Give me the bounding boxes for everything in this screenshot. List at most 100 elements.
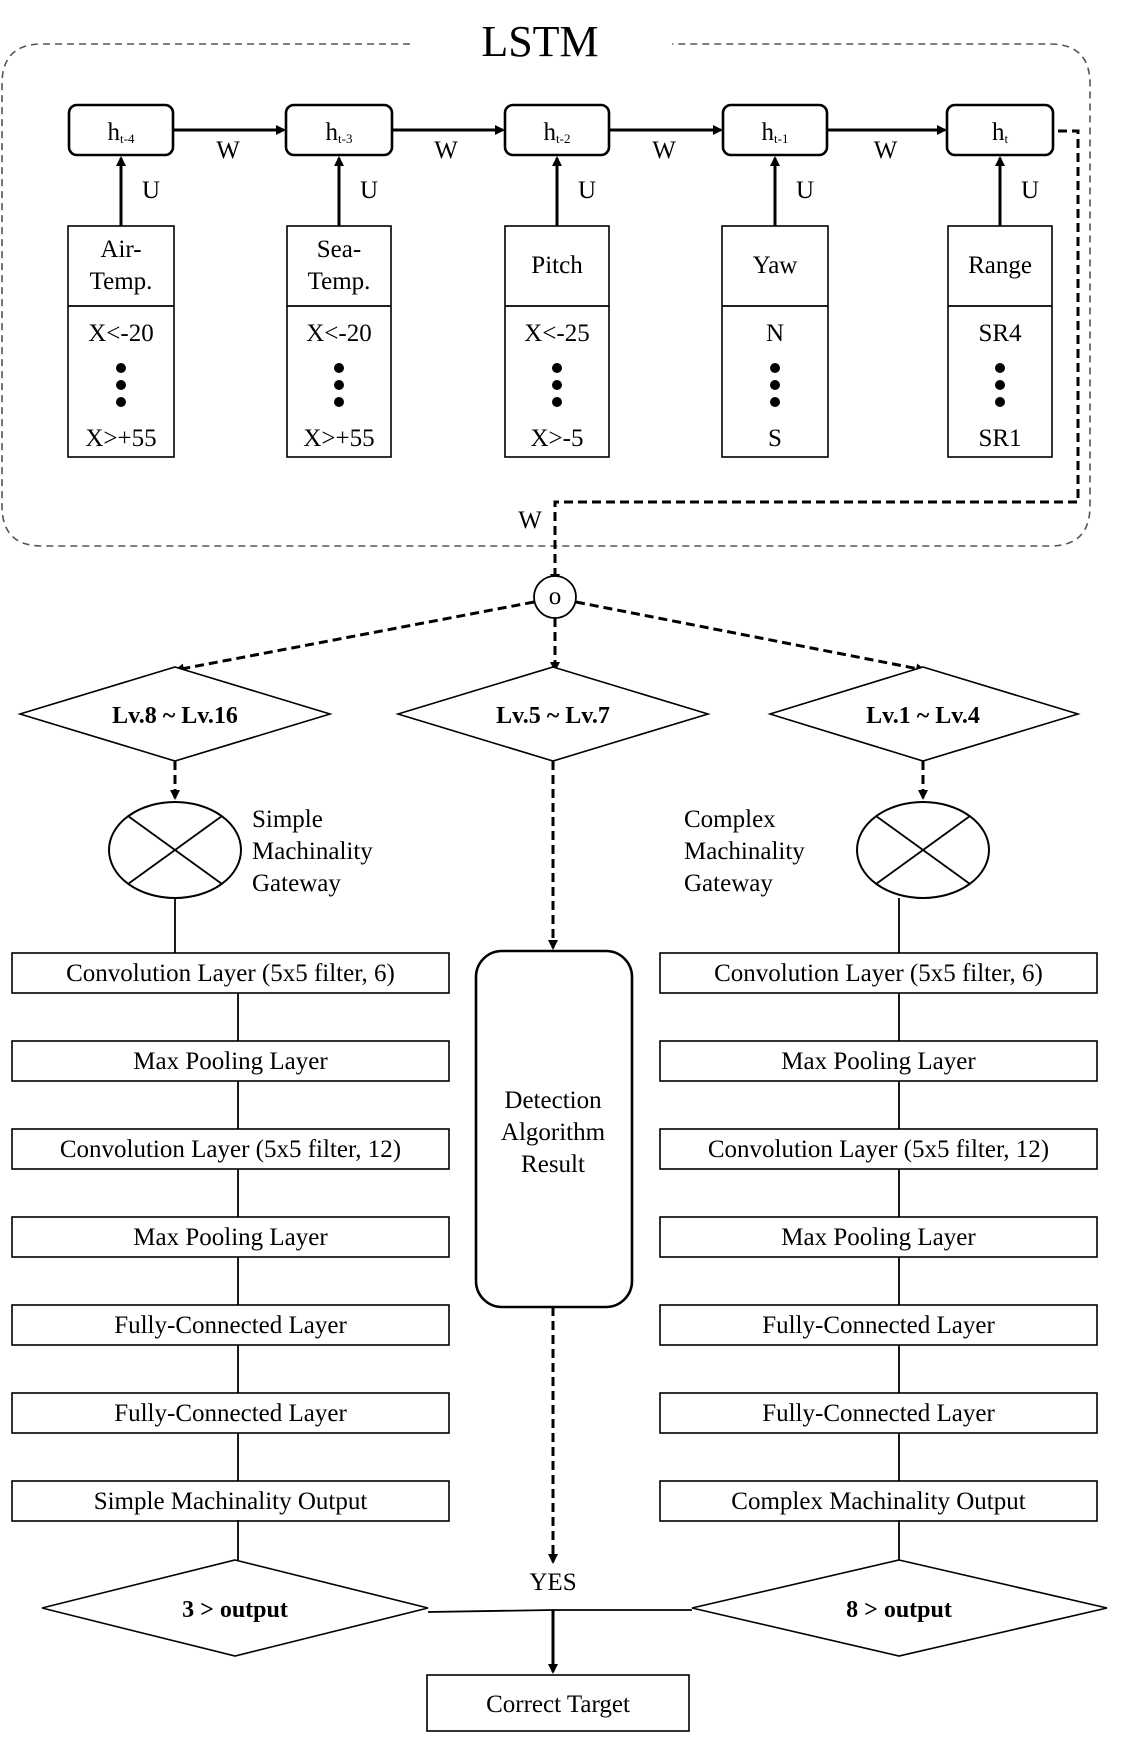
input-weight-label: U xyxy=(796,177,814,204)
left-cnn-stack: Convolution Layer (5x5 filter, 6) Max Poo… xyxy=(11,952,450,1522)
input-feature-2: Sea-Temp.X<-20X>+55 xyxy=(286,225,392,458)
ellipsis-dot xyxy=(116,397,126,407)
complex-gateway-line3: Gateway xyxy=(684,870,773,897)
right-layer-label: Fully-Connected Layer xyxy=(762,1312,995,1339)
branch-left-arrow xyxy=(174,600,535,674)
recurrent-weight-label: W xyxy=(652,137,676,164)
ellipsis-dot xyxy=(334,380,344,390)
ellipsis-dot xyxy=(770,363,780,373)
hadamard-symbol: o xyxy=(549,583,562,610)
left-layer-box xyxy=(11,1216,450,1258)
lstm-output-connector xyxy=(550,129,1080,584)
left-layer-box xyxy=(11,1480,450,1522)
detection-line3: Result xyxy=(521,1151,585,1178)
correct-target-box xyxy=(426,1674,690,1732)
input-range-bottom: S xyxy=(768,425,782,452)
input-feature-name: Yaw xyxy=(753,252,798,279)
hidden-state-box xyxy=(721,103,829,157)
input-feature-name: Temp. xyxy=(90,268,153,295)
hidden-state-4: ht-1 xyxy=(721,103,829,157)
hidden-state-label: ht-2 xyxy=(544,119,571,146)
left-layer-label: Max Pooling Layer xyxy=(133,1224,328,1251)
lstm-boundary xyxy=(1,43,1091,547)
ellipsis-dot xyxy=(552,397,562,407)
left-layer-label: Convolution Layer (5x5 filter, 6) xyxy=(66,960,395,987)
complex-gateway-line1: Complex xyxy=(684,806,776,833)
input-weight-label: U xyxy=(1021,177,1039,204)
right-layer-label: Convolution Layer (5x5 filter, 12) xyxy=(708,1136,1049,1163)
left-output-condition xyxy=(41,1559,429,1657)
complex-machinality-gateway xyxy=(856,801,990,899)
input-feature-box xyxy=(947,225,1053,458)
left-condition-label: 3 > output xyxy=(182,1597,288,1623)
hidden-state-label: ht xyxy=(992,119,1009,146)
input-feature-1: Air- Temp. X<-20X>+55 xyxy=(67,225,175,458)
merge-line xyxy=(427,1609,692,1613)
input-feature-name: Range xyxy=(968,252,1032,279)
yes-label: YES xyxy=(529,1569,576,1596)
hidden-state-box xyxy=(503,103,611,157)
ellipsis-dot xyxy=(552,363,562,373)
left-layer-label: Simple Machinality Output xyxy=(94,1488,368,1515)
simple-machinality-gateway xyxy=(108,801,242,899)
ellipsis-dot xyxy=(552,380,562,390)
left-layer-label: Max Pooling Layer xyxy=(133,1048,328,1075)
ellipsis-dot xyxy=(770,380,780,390)
detection-line2: Algorithm xyxy=(501,1119,606,1146)
lstm-title: LSTM xyxy=(481,17,598,66)
simple-gateway-line2: Machinality xyxy=(252,838,373,865)
detection-line1: Detection xyxy=(504,1087,602,1114)
input-feature-box xyxy=(721,225,829,458)
right-cnn-stack: Convolution Layer (5x5 filter, 6)Max Poo… xyxy=(659,952,1098,1522)
ellipsis-dot xyxy=(116,380,126,390)
hidden-state-box xyxy=(67,103,175,157)
hidden-state-label: ht-3 xyxy=(326,119,353,146)
right-level-label: Lv.1 ~ Lv.4 xyxy=(866,703,980,729)
right-layer-box xyxy=(659,1216,1098,1258)
input-weight-label: U xyxy=(142,177,160,204)
right-layer-label: Complex Machinality Output xyxy=(731,1488,1025,1515)
recurrent-weight-label: W xyxy=(216,137,240,164)
input-feature-box xyxy=(67,225,175,458)
ellipsis-dot xyxy=(995,397,1005,407)
right-layer-label: Fully-Connected Layer xyxy=(762,1400,995,1427)
simple-gateway-line3: Gateway xyxy=(252,870,341,897)
simple-gateway-line1: Simple xyxy=(252,806,323,833)
right-layer-box xyxy=(659,952,1098,994)
ellipsis-dot xyxy=(995,363,1005,373)
input-feature-name: Temp. xyxy=(308,268,371,295)
hidden-state-label: ht-1 xyxy=(762,119,789,146)
input-weight-label: U xyxy=(578,177,596,204)
input-range-top: X<-20 xyxy=(88,320,153,347)
left-layer-box xyxy=(11,1128,450,1170)
ellipsis-dot xyxy=(334,363,344,373)
ellipsis-dot xyxy=(770,397,780,407)
right-layer-box xyxy=(659,1304,1098,1346)
ellipsis-dot xyxy=(995,380,1005,390)
hidden-state-box xyxy=(945,103,1055,157)
input-feature-box xyxy=(286,225,392,458)
left-layer-box xyxy=(11,1392,450,1434)
ellipsis-dot xyxy=(116,363,126,373)
input-range-bottom: X>+55 xyxy=(85,425,156,452)
input-feature-name: Pitch xyxy=(531,252,583,279)
left-level-label: Lv.8 ~ Lv.16 xyxy=(112,703,238,729)
input-range-top: N xyxy=(766,320,784,347)
left-layer-label: Fully-Connected Layer xyxy=(114,1312,347,1339)
input-range-bottom: SR1 xyxy=(978,425,1021,452)
right-layer-label: Max Pooling Layer xyxy=(781,1224,976,1251)
right-output-condition xyxy=(691,1559,1108,1657)
input-feature-name: Sea- xyxy=(317,236,361,263)
input-weight-label: U xyxy=(360,177,378,204)
input-feature-name: Air- xyxy=(100,236,141,263)
right-layer-label: Max Pooling Layer xyxy=(781,1048,976,1075)
left-layer-box xyxy=(11,1040,450,1082)
recurrent-weight-label: W xyxy=(434,137,458,164)
left-layer-label: Convolution Layer (5x5 filter, 12) xyxy=(60,1136,401,1163)
input-feature-box xyxy=(504,225,610,458)
